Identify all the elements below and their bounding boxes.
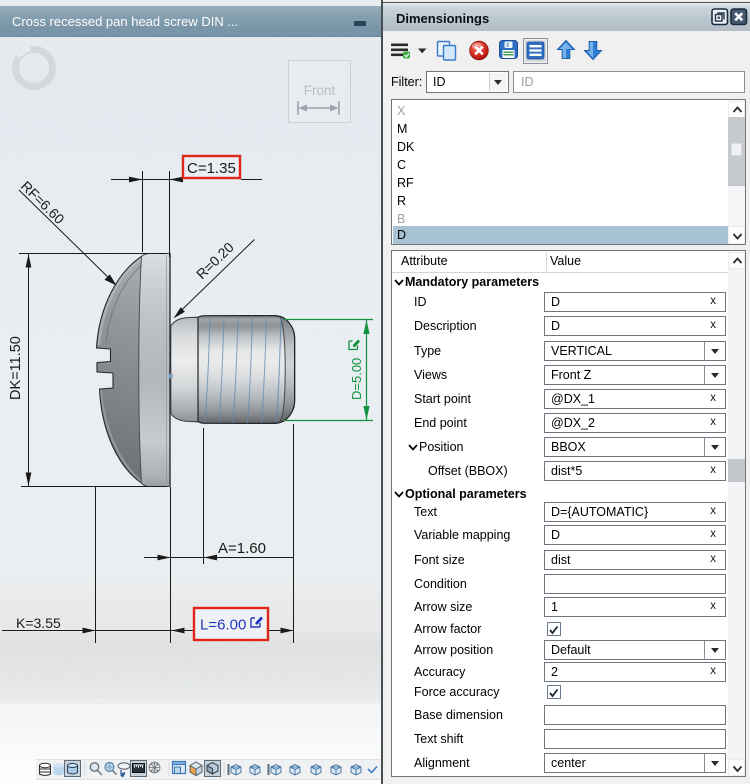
svg-text:K=3.55: K=3.55 <box>16 615 61 631</box>
svg-text:DK=11.50: DK=11.50 <box>8 336 24 400</box>
svg-text:C=1.35: C=1.35 <box>187 160 236 177</box>
svg-text:D=5.00: D=5.00 <box>349 358 364 400</box>
svg-text:A=1.60: A=1.60 <box>218 540 266 557</box>
svg-text:L=6.00: L=6.00 <box>200 617 246 634</box>
